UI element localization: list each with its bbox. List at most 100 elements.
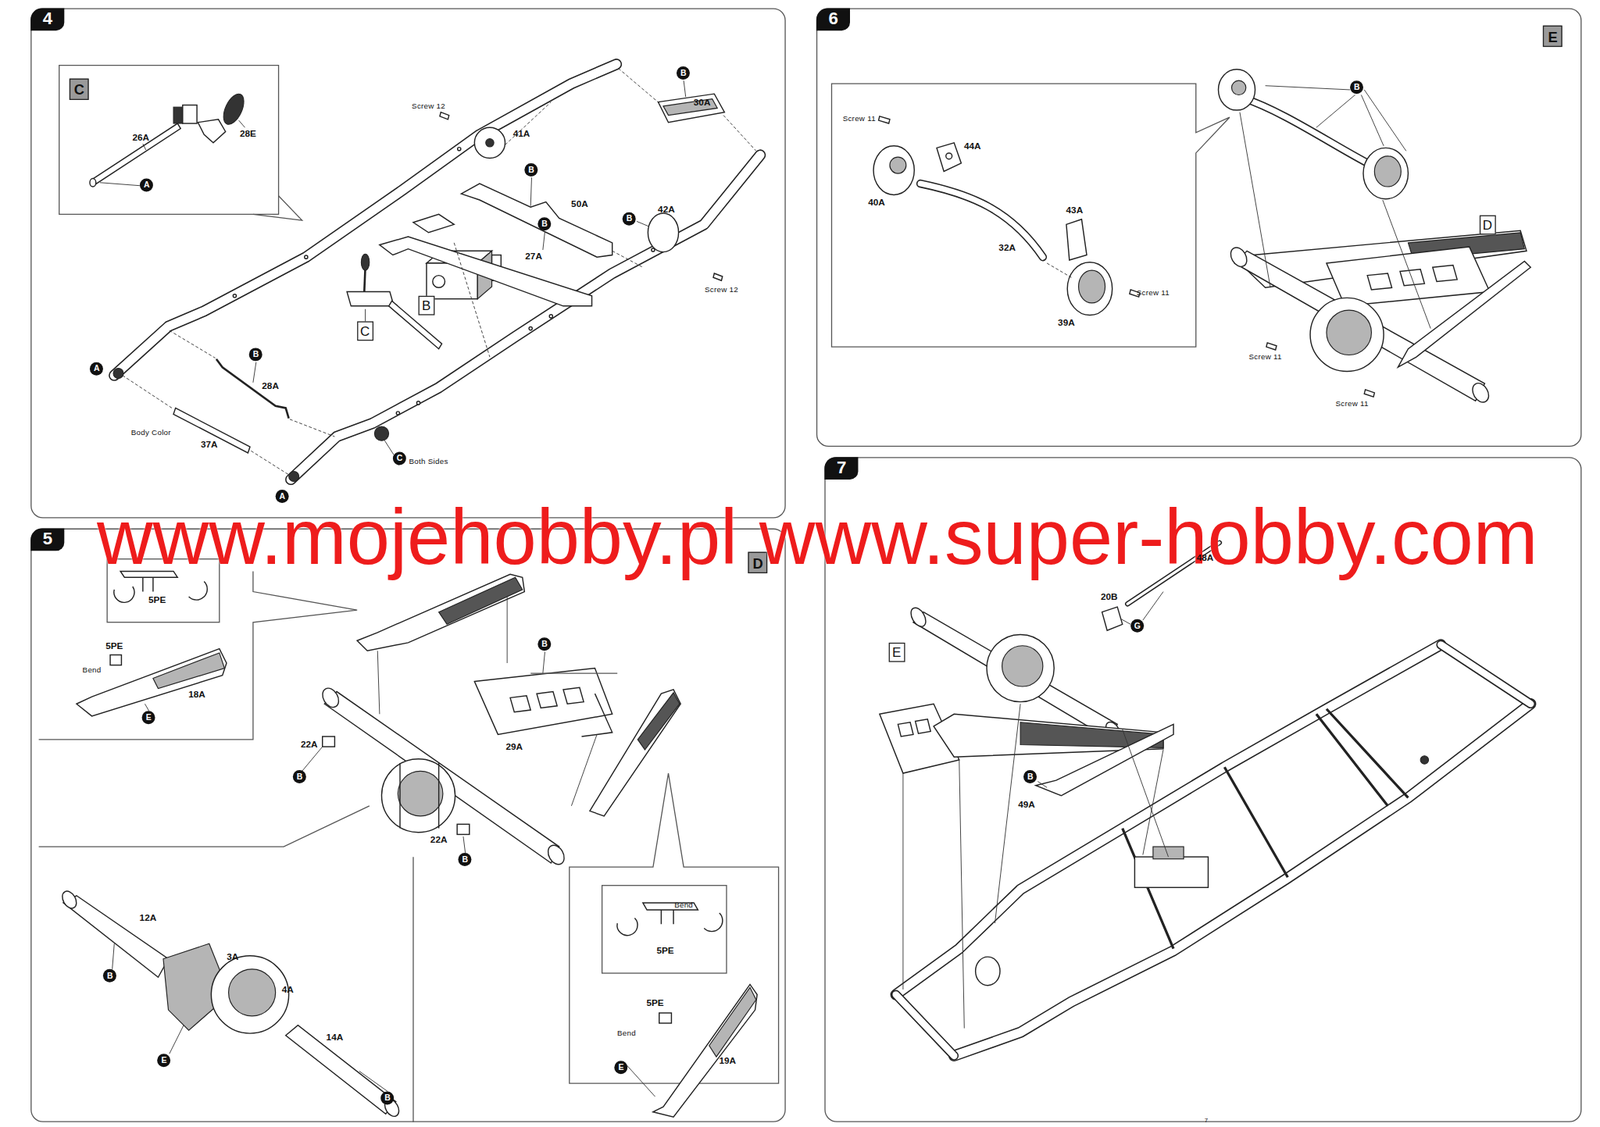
part-tree-callout: B <box>538 217 552 231</box>
step-number: 5 <box>30 528 65 552</box>
tag-letter: D <box>752 554 763 572</box>
callout-letter: G <box>1134 621 1141 632</box>
part-number: 14A <box>326 1032 344 1043</box>
part-tree-callout: E <box>157 1053 171 1068</box>
tag-letter: D <box>1482 217 1493 233</box>
step-number: 4 <box>30 7 65 31</box>
callout-letter: B <box>541 639 548 650</box>
part-number: 50A <box>571 199 589 210</box>
callout-letter: B <box>107 971 114 982</box>
screw-note: Screw 11 <box>842 114 876 124</box>
part-tree-callout: G <box>1130 619 1144 633</box>
bend-note: Bend <box>82 665 102 675</box>
part-tree-callout: B <box>103 969 117 983</box>
callout-letter: A <box>143 180 150 190</box>
placement-note: Both Sides <box>409 456 449 466</box>
part-number: 44A <box>964 140 982 151</box>
screw-note: Screw 11 <box>1136 288 1170 298</box>
paint-note: Body Color <box>131 428 172 438</box>
part-tree-callout: A <box>275 489 290 504</box>
part-number: 4A <box>282 984 294 995</box>
part-number: 49A <box>1017 800 1036 811</box>
part-number: 29A <box>505 742 523 753</box>
tag-letter: E <box>1547 28 1558 45</box>
part-number: 37A <box>200 439 218 450</box>
step-number: 6 <box>816 7 851 31</box>
screw-note: Screw 12 <box>704 285 739 295</box>
part-number: 28E <box>239 128 257 140</box>
subassembly-tag: D <box>1478 215 1496 236</box>
screw-note: Screw 12 <box>411 101 446 111</box>
callout-letter: E <box>618 1063 625 1073</box>
part-tree-callout: A <box>89 362 104 376</box>
part-tree-callout: B <box>458 853 472 867</box>
part-number: 43A <box>1066 205 1084 216</box>
step-number: 7 <box>824 457 859 480</box>
part-number: 5PE <box>646 997 664 1008</box>
part-tree-callout: B <box>525 163 539 177</box>
part-number: 5PE <box>105 640 123 651</box>
subassembly-tag: D <box>748 552 768 574</box>
callout-letter: B <box>541 219 548 229</box>
callout-letter: E <box>160 1056 167 1066</box>
part-number: 30A <box>693 96 711 108</box>
subassembly-tag: E <box>888 642 905 663</box>
part-tree-callout: B <box>538 638 552 652</box>
page-number: 7 <box>1204 1117 1208 1124</box>
part-number: 22A <box>430 834 448 845</box>
part-tree-callout: B <box>249 348 263 362</box>
tag-letter: C <box>74 81 85 98</box>
screw-note: Screw 11 <box>1335 399 1369 409</box>
part-tree-callout: B <box>292 770 307 784</box>
part-number: 27A <box>525 250 543 261</box>
part-number: 12A <box>139 913 158 924</box>
part-number: 5PE <box>148 594 166 605</box>
part-number: 32A <box>998 242 1016 254</box>
bend-note: Bend <box>674 900 693 911</box>
part-number: 22A <box>300 739 318 750</box>
screw-note: Screw 11 <box>1248 352 1282 362</box>
part-tree-callout: B <box>622 212 636 226</box>
part-tree-callout: B <box>1023 770 1037 784</box>
part-tree-callout: A <box>139 178 154 193</box>
step-panel: 6E B D <box>816 7 1583 447</box>
part-tree-callout: C <box>392 452 407 466</box>
callout-letter: A <box>279 492 286 502</box>
part-number: 40A <box>867 196 886 208</box>
step-panel: 4C A B B B B B C B A C A <box>30 7 786 518</box>
part-tree-callout: E <box>614 1061 629 1075</box>
step-panel: 5D E B B B B E B E <box>30 528 786 1123</box>
callout-letter: B <box>528 165 535 175</box>
part-number: 26A <box>132 132 150 143</box>
part-tree-callout: B <box>676 66 690 80</box>
part-number: 20B <box>1100 592 1118 603</box>
callout-letter: B <box>253 350 260 360</box>
tag-letter: B <box>421 298 431 315</box>
part-tree-callout: E <box>142 711 156 725</box>
part-number: 39A <box>1057 317 1075 328</box>
part-number: 5PE <box>656 946 674 957</box>
part-number: 48A <box>1196 553 1215 564</box>
tag-letter: C <box>360 323 370 340</box>
callout-letter: E <box>146 713 152 723</box>
callout-letter: B <box>1353 82 1361 93</box>
part-tree-callout: B <box>1350 80 1364 94</box>
part-number: 42A <box>657 203 675 215</box>
callout-letter: B <box>384 1093 391 1104</box>
callout-letter: B <box>461 855 468 865</box>
callout-letter: B <box>1027 772 1034 783</box>
step-panel: 7EGB <box>824 457 1582 1123</box>
part-number: 28A <box>261 380 279 391</box>
part-number: 19A <box>718 1056 736 1067</box>
subassembly-tag: E <box>1542 25 1563 47</box>
callout-letter: A <box>93 364 100 375</box>
subassembly-tag: C <box>69 78 90 100</box>
watermark: www.mojehobby.pl www.super-hobby.com <box>96 496 1539 579</box>
subassembly-tag: C <box>357 321 374 342</box>
subassembly-tag: B <box>417 296 435 316</box>
part-number: 18A <box>188 689 206 700</box>
part-number: 3A <box>226 952 239 963</box>
part-number: 41A <box>513 128 531 140</box>
callout-letter: B <box>626 214 633 225</box>
